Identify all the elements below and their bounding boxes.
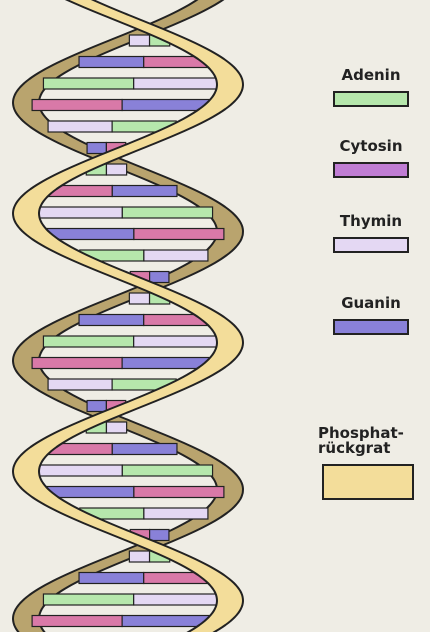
legend-label-thymin: Thymin	[326, 214, 416, 229]
base-right	[106, 422, 126, 433]
base-left	[79, 573, 144, 584]
base-right	[122, 465, 212, 476]
base-right	[134, 229, 224, 240]
base-left	[43, 78, 133, 89]
base-right	[112, 186, 177, 197]
base-right	[134, 594, 224, 605]
swatch-guanin	[333, 319, 409, 335]
legend-label-cytosin: Cytosin	[326, 139, 416, 154]
base-left	[32, 616, 122, 627]
base-right	[106, 164, 126, 175]
base-left	[129, 35, 149, 46]
base-right	[144, 250, 208, 261]
base-left	[79, 57, 144, 68]
legend-guanin: Guanin	[326, 296, 416, 335]
base-left	[43, 336, 133, 347]
base-left	[48, 379, 112, 390]
legend-phosphatrueckgrat: Phosphat- rückgrat	[318, 426, 426, 500]
legend-thymin: Thymin	[326, 214, 416, 253]
legend-label-phosphatrueckgrat: Phosphat- rückgrat	[318, 426, 426, 456]
base-left	[87, 143, 106, 154]
legend-label-guanin: Guanin	[326, 296, 416, 311]
base-left	[129, 551, 149, 562]
base-left	[32, 207, 122, 218]
base-right	[122, 207, 212, 218]
base-right	[112, 444, 177, 455]
base-left	[129, 293, 149, 304]
swatch-cytosin	[333, 162, 409, 178]
legend-cytosin: Cytosin	[326, 139, 416, 178]
base-right	[144, 508, 208, 519]
dna-double-helix	[0, 0, 300, 632]
base-right	[134, 78, 224, 89]
swatch-thymin	[333, 237, 409, 253]
base-left	[43, 594, 133, 605]
base-right	[134, 487, 224, 498]
base-left	[79, 315, 144, 326]
base-right	[150, 272, 169, 283]
base-left	[87, 401, 106, 412]
base-left	[48, 121, 112, 132]
legend-adenin: Adenin	[326, 68, 416, 107]
base-right	[150, 530, 169, 541]
swatch-adenin	[333, 91, 409, 107]
base-left	[32, 100, 122, 111]
base-right	[134, 336, 224, 347]
base-left	[32, 358, 122, 369]
legend-label-adenin: Adenin	[326, 68, 416, 83]
base-left	[32, 465, 122, 476]
swatch-phosphatrueckgrat	[322, 464, 414, 500]
